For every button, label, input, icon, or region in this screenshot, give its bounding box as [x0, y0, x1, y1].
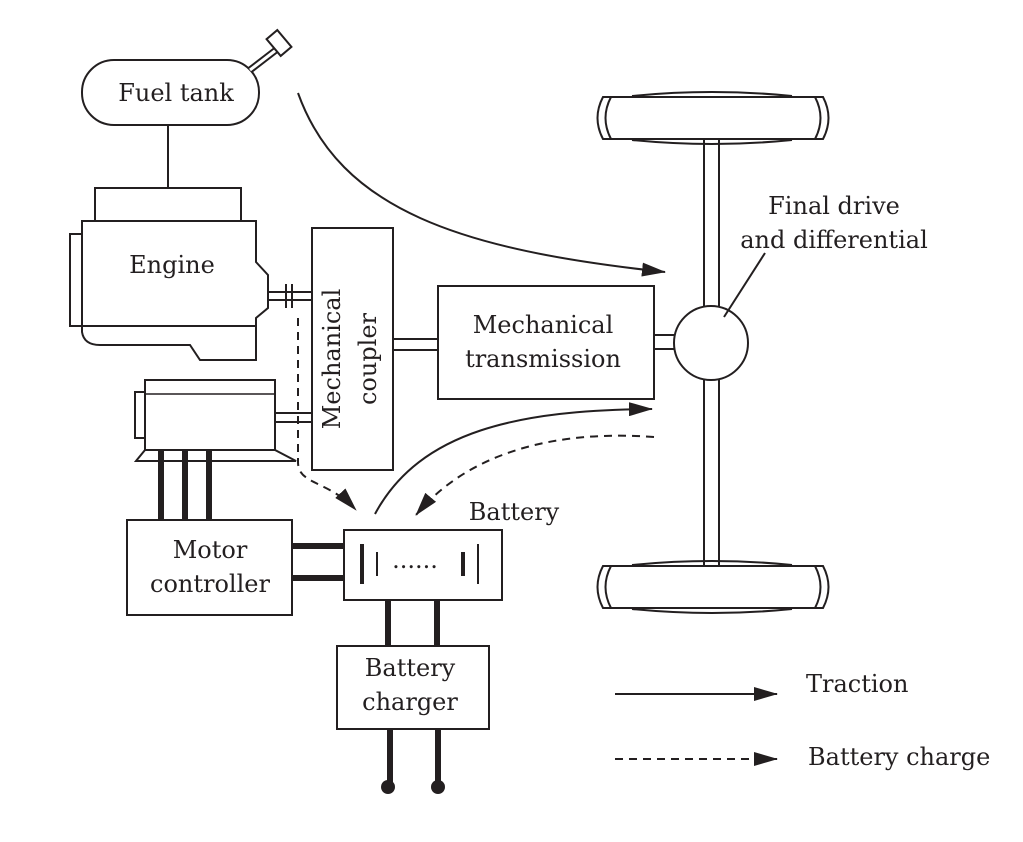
battery-cells-dots: ......: [392, 546, 438, 574]
battery-label: Battery: [469, 498, 560, 526]
coupler-transmission-shaft: [393, 338, 438, 351]
transmission-label-line2: transmission: [465, 345, 621, 373]
electric-motor: [133, 379, 297, 462]
final-drive-label-line1: Final drive: [768, 192, 900, 220]
coupler-label-line2: coupler: [354, 312, 382, 405]
battery-charger-cables: [385, 600, 440, 646]
charge-arrow-engine-to-battery: [297, 318, 357, 511]
motor-controller-label-line1: Motor: [173, 536, 248, 564]
final-drive-label-line2: and differential: [740, 226, 928, 254]
charge-arrow-wheels-to-battery: [415, 434, 655, 516]
mechanical-transmission: Mechanical transmission: [437, 285, 655, 400]
traction-arrow-battery-to-wheels: [374, 402, 653, 515]
engine: Engine: [69, 187, 269, 361]
motor-controller: Motor controller: [126, 519, 293, 616]
legend-traction-label: Traction: [806, 670, 908, 698]
traction-arrow-fuel-to-wheels: [297, 92, 666, 277]
legend: Traction Battery charge: [615, 670, 990, 771]
battery: ......: [343, 529, 503, 601]
engine-shaft-clutch: [268, 284, 312, 308]
legend-battery-charge-label: Battery charge: [808, 743, 990, 771]
transmission-label-line1: Mechanical: [473, 311, 614, 339]
battery-charger: Battery charger: [336, 645, 490, 730]
differential: [673, 305, 749, 381]
drive-axle: [703, 140, 720, 565]
front-wheel: [596, 91, 830, 145]
motor-shaft: [275, 412, 312, 423]
charger-plug: [381, 729, 445, 794]
fuel-tank-label: Fuel tank: [118, 79, 234, 107]
engine-label: Engine: [129, 251, 215, 279]
coupler-label-line1: Mechanical: [318, 289, 346, 430]
differential-leader-line: [723, 252, 766, 318]
charger-label-line1: Battery: [365, 654, 456, 682]
motor-power-cables: [158, 450, 212, 521]
transmission-differential-shaft: [654, 334, 674, 350]
charger-label-line2: charger: [362, 688, 458, 716]
fuel-tank: Fuel tank: [81, 28, 293, 126]
mechanical-coupler: Mechanical coupler: [311, 227, 394, 471]
rear-wheel: [596, 560, 830, 614]
controller-battery-cables: [292, 543, 344, 581]
motor-controller-label-line2: controller: [150, 570, 270, 598]
